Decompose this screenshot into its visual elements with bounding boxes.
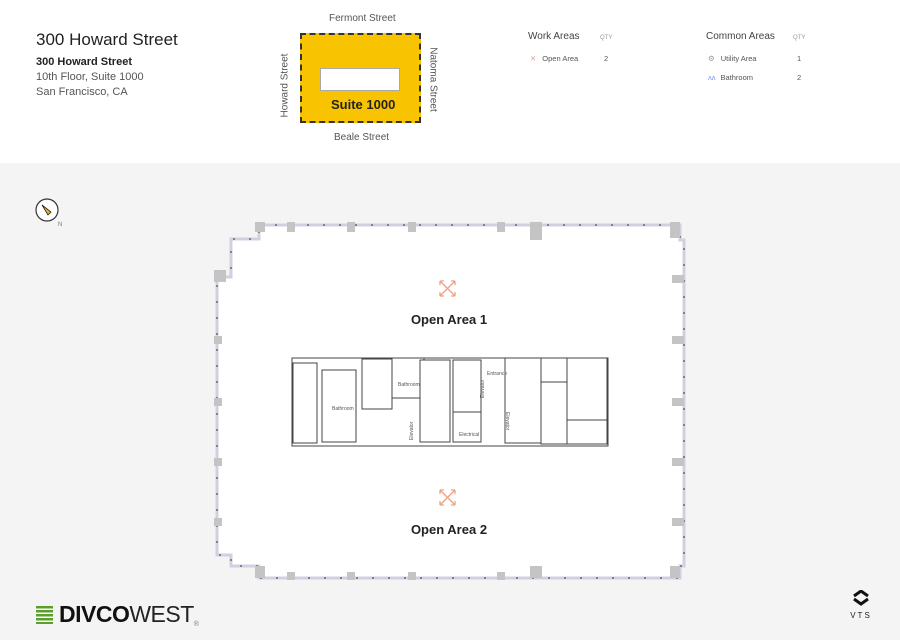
room-elevator-2: Elevator — [504, 412, 510, 431]
floor-suite: 10th Floor, Suite 1000 — [36, 71, 144, 83]
key-map-core — [320, 68, 400, 91]
bathroom-qty: 2 — [797, 73, 802, 82]
utility-qty: 1 — [797, 54, 802, 63]
room-bathroom-1: Bathroom — [332, 406, 354, 412]
open-area-qty: 2 — [604, 54, 609, 63]
city: San Francisco, CA — [36, 86, 128, 98]
work-areas-heading: Work Areas — [528, 31, 580, 42]
open-area-2-label: Open Area 2 — [410, 522, 488, 537]
columns — [214, 222, 684, 580]
building-title: 300 Howard Street — [36, 30, 178, 49]
room-elevator-1: Elevator — [480, 379, 486, 398]
legend-utility-area: ⚙Utility Area — [708, 54, 757, 63]
suite-label: Suite 1000 — [331, 97, 396, 112]
gear-icon: ⚙ — [708, 54, 715, 63]
open-area-1-label: Open Area 1 — [410, 312, 488, 327]
restroom-icon: ᴧᴧ — [708, 73, 716, 82]
vts-mark-icon — [853, 589, 869, 606]
expand-arrows-icon — [439, 489, 456, 506]
street-south: Beale Street — [334, 132, 390, 143]
legend-open-area: ✕Open Area — [530, 54, 579, 63]
logo-bars-icon — [36, 605, 53, 624]
common-areas-heading: Common Areas — [706, 31, 775, 42]
street-north: Fermont Street — [329, 13, 396, 24]
room-bathroom-2: Bathroom — [398, 382, 420, 388]
vts-logo: VTS — [846, 589, 876, 620]
header: 300 Howard Street 300 Howard Street 10th… — [0, 0, 900, 163]
room-entrance: Entrance — [487, 371, 507, 377]
room-elevator-3: Elevator — [409, 421, 415, 440]
common-qty-header: QTY — [793, 35, 806, 41]
work-qty-header: QTY — [600, 35, 613, 41]
core — [291, 357, 609, 447]
room-electrical: Electrical — [459, 432, 479, 438]
building-name: 300 Howard Street — [36, 56, 132, 68]
svg-text:N: N — [58, 222, 62, 228]
expand-arrows-icon — [439, 280, 456, 297]
compass-icon: N — [35, 198, 62, 228]
expand-arrows-icon: ✕ — [530, 54, 537, 63]
